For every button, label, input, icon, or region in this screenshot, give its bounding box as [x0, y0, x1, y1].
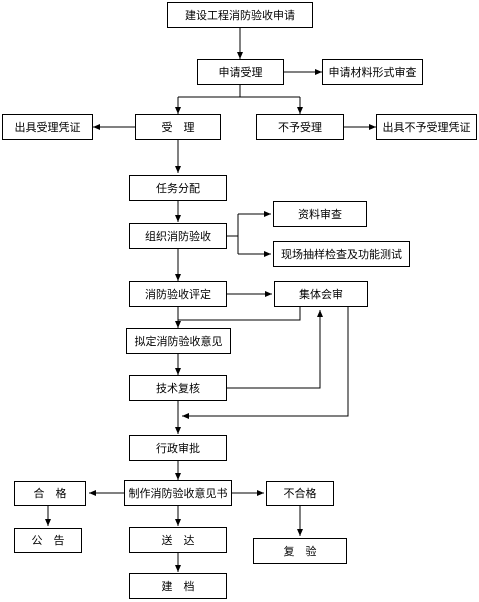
node-accept: 受 理 — [135, 114, 221, 140]
arrow-group-return — [182, 307, 349, 419]
node-deliver: 送 达 — [129, 527, 227, 553]
node-accept-cert: 出具受理凭证 — [2, 114, 93, 140]
arrow-tech-group — [227, 310, 323, 389]
node-doc-review: 资料审查 — [273, 201, 367, 227]
node-evaluate: 消防验收评定 — [129, 281, 227, 307]
node-receive: 申请受理 — [197, 59, 284, 85]
node-group-review: 集体会审 — [274, 281, 368, 307]
node-pass: 合 格 — [14, 481, 86, 506]
node-organize: 组织消防验收 — [129, 223, 227, 249]
node-fail: 不合格 — [266, 481, 334, 506]
node-reject-cert: 出具不予受理凭证 — [376, 114, 477, 140]
node-announce: 公 告 — [14, 528, 82, 553]
node-reject: 不予受理 — [256, 114, 344, 140]
line-group-draft — [178, 307, 301, 321]
node-recheck: 复 验 — [253, 538, 347, 564]
node-tech-review: 技术复核 — [129, 375, 227, 401]
node-site-test: 现场抽样检查及功能测试 — [273, 241, 410, 267]
node-apply: 建设工程消防验收申请 — [167, 2, 313, 28]
node-material-check: 申请材料形式审查 — [322, 59, 423, 85]
node-draft: 拟定消防验收意见 — [126, 328, 231, 354]
node-admin-approve: 行政审批 — [129, 435, 227, 461]
node-make-doc: 制作消防验收意见书 — [124, 480, 232, 506]
node-archive: 建 档 — [129, 573, 227, 599]
node-assign: 任务分配 — [129, 175, 227, 201]
